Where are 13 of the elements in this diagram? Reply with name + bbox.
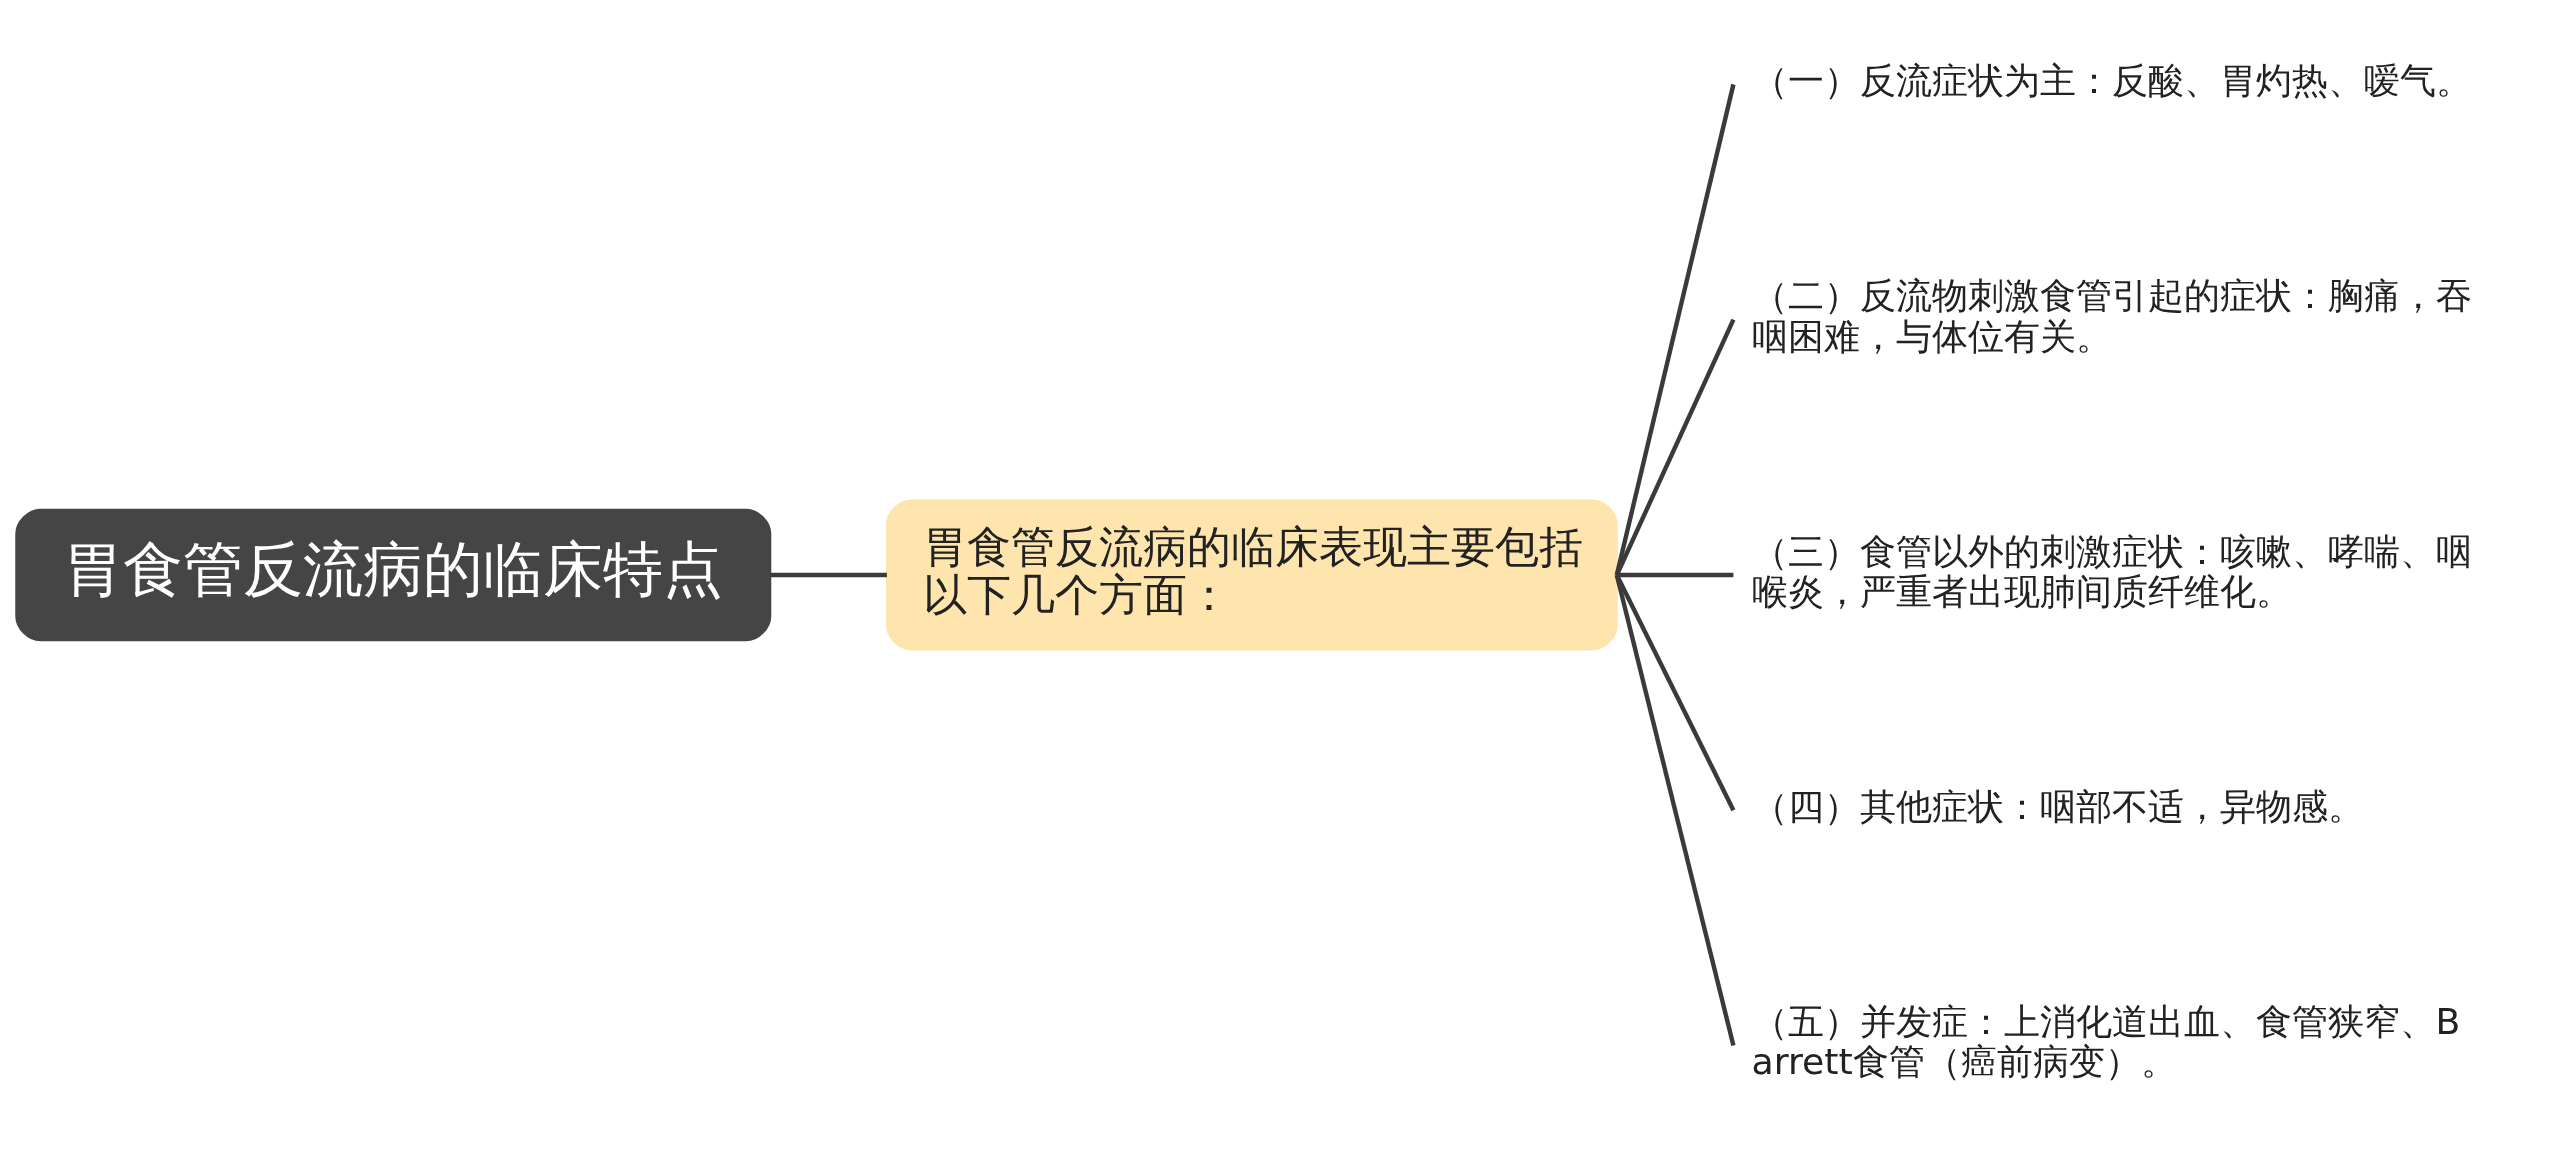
node-box: 胃食管反流病的临床特点 <box>15 508 772 641</box>
connector <box>1614 83 1736 575</box>
connector <box>1616 572 1734 577</box>
node-box: 胃食管反流病的临床表现主要包括以下几个方面： <box>885 499 1618 650</box>
node-text: （二）反流物刺激食管引起的症状：胸痛，吞咽困难，与体位有关。 <box>1751 273 2472 358</box>
connector <box>1614 318 1736 576</box>
node-text: （五）并发症：上消化道出血、食管狭窄、Barrett食管（癌前病变）。 <box>1751 999 2461 1083</box>
node-text: （一）反流症状为主：反酸、胃灼热、嗳气。 <box>1751 58 2472 102</box>
connector <box>1614 573 1736 1046</box>
node-text: （三）食管以外的刺激症状：咳嗽、哮喘、咽喉炎，严重者出现肺间质纤维化。 <box>1751 529 2472 613</box>
connector <box>770 572 887 577</box>
connector <box>1614 573 1736 811</box>
node-text: （四）其他症状：咽部不适，异物感。 <box>1751 784 2364 828</box>
